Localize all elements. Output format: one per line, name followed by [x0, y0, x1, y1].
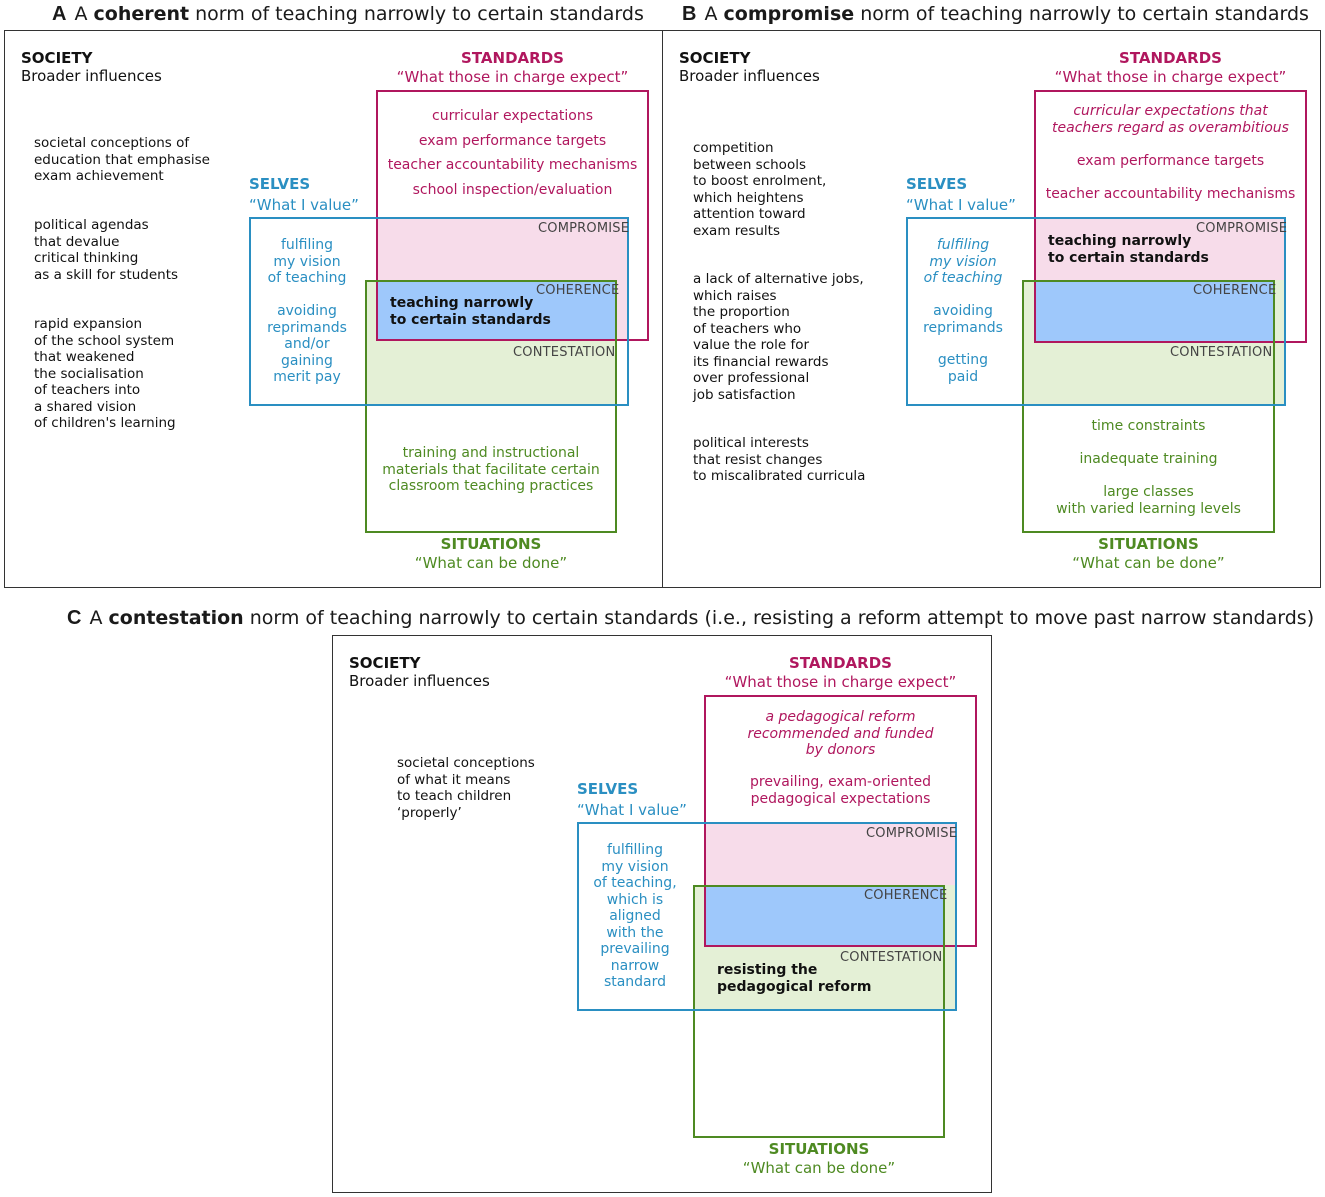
selves-item: getting paid	[937, 352, 989, 385]
selves-item: fulfiling my vision of teaching	[923, 237, 1003, 286]
compromise-label: COMPROMISE	[1196, 221, 1288, 236]
panel-a-title-post: norm of teaching narrowly to certain sta…	[189, 3, 644, 25]
panel-c: SOCIETY Broader influences societal conc…	[332, 635, 992, 1193]
panel-b: SOCIETY Broader influences competition b…	[662, 30, 1321, 588]
standards-item: exam performance targets	[1076, 153, 1265, 169]
coherence-label: COHERENCE	[864, 888, 948, 903]
panel-c-title-post: norm of teaching narrowly to certain sta…	[243, 607, 1315, 629]
panel-b-title-post: norm of teaching narrowly to certain sta…	[854, 3, 1309, 25]
society-subtitle: Broader influences	[349, 672, 490, 690]
standards-item: exam performance targets	[418, 133, 607, 149]
standards-box	[704, 695, 977, 947]
standards-item: curricular expectations that teachers re…	[1052, 103, 1289, 136]
society-heading: SOCIETY	[679, 49, 751, 67]
selves-item: fulfilling my vision of teaching, which …	[593, 842, 677, 990]
norm-label: teaching narrowly to certain standards	[1048, 233, 1209, 266]
panel-a: SOCIETY Broader influences societal conc…	[4, 30, 664, 588]
situations-subtitle: “What can be done”	[1072, 554, 1225, 572]
society-item: competition between schools to boost enr…	[693, 140, 827, 239]
panel-a-title-pre: A	[74, 3, 94, 25]
selves-box	[577, 822, 957, 1011]
society-heading: SOCIETY	[349, 654, 421, 672]
society-item: political agendas that devalue critical …	[34, 217, 179, 283]
coherence-region	[704, 885, 944, 946]
standards-heading: STANDARDS	[1119, 49, 1222, 67]
society-item: a lack of alternative jobs, which raises…	[693, 271, 864, 403]
standards-heading: STANDARDS	[461, 49, 564, 67]
selves-subtitle: “What I value”	[906, 196, 1016, 214]
standards-subtitle: “What those in charge expect”	[396, 68, 629, 86]
selves-item: avoiding reprimands and/or gaining merit…	[267, 303, 347, 385]
contestation-label: CONTESTATION	[1170, 345, 1273, 360]
standards-subtitle: “What those in charge expect”	[724, 673, 957, 691]
standards-box	[376, 90, 649, 341]
situations-box	[1022, 280, 1275, 533]
panel-c-title-bold: contestation	[108, 607, 244, 629]
selves-subtitle: “What I value”	[249, 196, 359, 214]
standards-item: teacher accountability mechanisms	[387, 157, 638, 173]
contestation-label: CONTESTATION	[513, 345, 616, 360]
situations-item: inadequate training	[1079, 451, 1218, 467]
standards-heading: STANDARDS	[789, 654, 892, 672]
situations-subtitle: “What can be done”	[414, 554, 568, 572]
panel-b-letter: B	[682, 3, 697, 25]
standards-box	[1034, 90, 1307, 343]
situations-box	[365, 280, 617, 533]
panel-a-title-bold: coherent	[93, 3, 190, 25]
standards-subtitle: “What those in charge expect”	[1054, 68, 1287, 86]
selves-subtitle: “What I value”	[577, 801, 687, 819]
compromise-label: COMPROMISE	[866, 826, 958, 841]
contestation-label: CONTESTATION	[840, 950, 943, 965]
selves-item: avoiding reprimands	[923, 303, 1003, 336]
standards-item: curricular expectations	[432, 108, 593, 124]
society-heading: SOCIETY	[21, 49, 93, 67]
standards-item: school inspection/evaluation	[412, 182, 613, 198]
situations-subtitle: “What can be done”	[742, 1159, 896, 1177]
society-item: societal conceptions of what it means to…	[397, 755, 535, 821]
situations-box	[693, 885, 945, 1138]
society-subtitle: Broader influences	[21, 67, 162, 85]
panel-c-title-pre: A	[89, 607, 109, 629]
selves-heading: SELVES	[577, 780, 639, 798]
situations-heading: SITUATIONS	[440, 535, 542, 553]
society-item: political interests that resist changes …	[693, 435, 866, 484]
panel-b-title-pre: A	[704, 3, 724, 25]
society-item: societal conceptions of education that e…	[34, 135, 210, 184]
norm-label: resisting the pedagogical reform	[717, 962, 872, 995]
selves-heading: SELVES	[906, 175, 968, 193]
standards-item: prevailing, exam-oriented pedagogical ex…	[749, 774, 931, 807]
selves-heading: SELVES	[249, 175, 311, 193]
standards-item: a pedagogical reform recommended and fun…	[747, 709, 934, 758]
situations-heading: SITUATIONS	[1098, 535, 1199, 553]
selves-box	[249, 217, 629, 406]
situations-item: training and instructional materials tha…	[382, 445, 600, 494]
panel-c-letter: C	[67, 607, 82, 629]
selves-box	[906, 217, 1286, 406]
society-item: rapid expansion of the school system tha…	[34, 316, 176, 431]
standards-item: teacher accountability mechanisms	[1045, 186, 1296, 202]
coherence-label: COHERENCE	[1193, 283, 1277, 298]
compromise-label: COMPROMISE	[538, 221, 630, 236]
coherence-region	[1034, 280, 1274, 341]
situations-item: large classes with varied learning level…	[1056, 484, 1241, 517]
situations-heading: SITUATIONS	[768, 1140, 870, 1158]
coherence-region	[376, 280, 616, 341]
coherence-label: COHERENCE	[536, 283, 620, 298]
situations-item: time constraints	[1091, 418, 1206, 434]
panel-b-title-bold: compromise	[723, 3, 855, 25]
society-subtitle: Broader influences	[679, 67, 820, 85]
panel-a-letter: A	[52, 3, 67, 25]
selves-item: fulfiling my vision of teaching	[267, 237, 347, 286]
norm-label: teaching narrowly to certain standards	[390, 295, 551, 328]
